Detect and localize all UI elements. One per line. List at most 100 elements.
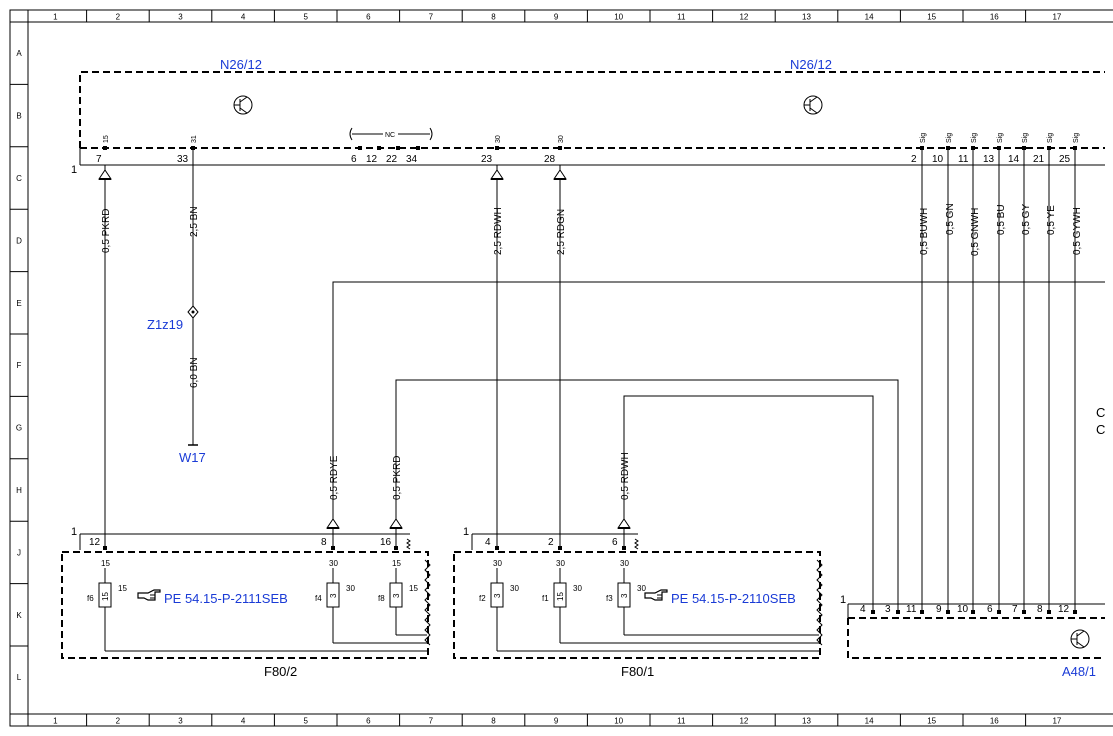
column-label: 7 — [429, 13, 434, 22]
pin-signal: Sig — [1047, 133, 1054, 143]
fuse-f4: 30 3 f4 30 — [315, 546, 355, 643]
wire-label: 0,5 BU — [996, 204, 1007, 235]
pin-number: 9 — [936, 604, 942, 615]
column-label: 9 — [554, 13, 559, 22]
pin-number: 25 — [1059, 154, 1071, 165]
ground-label: W17 — [179, 450, 206, 465]
column-label: 13 — [802, 13, 811, 22]
row-label: D — [16, 236, 22, 245]
connector-arrow — [553, 169, 567, 180]
connector-arrow — [490, 169, 504, 180]
fuse-term-side: 30 — [346, 584, 355, 593]
pin: Sig 10 — [932, 133, 953, 165]
fuse-name: f6 — [87, 594, 94, 603]
fuse-rating: 15 — [556, 592, 565, 601]
reference-link[interactable]: PE 54.15-P-2110SEB — [671, 591, 796, 606]
pin-number: 8 — [321, 537, 327, 548]
pin-number: 33 — [177, 154, 189, 165]
pin-signal: 31 — [191, 135, 198, 143]
module-label: A48/1 — [1062, 664, 1096, 679]
column-label: 4 — [241, 717, 246, 726]
hand-pointer-icon — [644, 589, 668, 601]
row-label: K — [16, 611, 22, 620]
bus-index: 1 — [71, 164, 77, 176]
row-label: H — [16, 486, 22, 495]
pin-number: 12 — [89, 537, 101, 548]
wire-label: 0,5 RDYE — [329, 455, 340, 500]
nc-pin: 22 — [386, 154, 398, 165]
n26-12-module: N26/12 N26/12 1 15 7 31 33 — [71, 57, 1105, 176]
column-label: 17 — [1052, 717, 1061, 726]
fuse-term: 15 — [101, 559, 110, 568]
row-label: E — [16, 299, 21, 308]
wire-label: 0,5 RDWH — [620, 452, 631, 500]
column-label: 1 — [53, 717, 58, 726]
wire-label: 0,5 PKRD — [392, 456, 403, 500]
pin: Sig 21 — [1033, 133, 1054, 165]
fuse-term-side: 30 — [637, 584, 646, 593]
pin: 30 23 — [481, 135, 502, 165]
fuse-rating: 3 — [329, 593, 338, 598]
column-label: 15 — [927, 717, 936, 726]
column-label: 4 — [241, 13, 246, 22]
pin-number: 6 — [612, 537, 618, 548]
pin-signal: Sig — [1073, 133, 1080, 143]
pin-number: 4 — [485, 537, 491, 548]
column-label: 2 — [116, 717, 121, 726]
wire-label: 0,5 GYWH — [1072, 207, 1083, 255]
bus-index: 1 — [463, 526, 469, 538]
column-label: 11 — [677, 717, 686, 726]
pin-number: 8 — [1037, 604, 1043, 615]
pin: 30 28 — [544, 135, 565, 165]
column-label: 7 — [429, 717, 434, 726]
wire-label: 0,5 GNWH — [970, 208, 981, 256]
pin-number: 6 — [987, 604, 993, 615]
nc-pin: 34 — [406, 154, 418, 165]
row-label: L — [17, 673, 22, 682]
wires: 0,5 PKRD 2,5 BN 6,0 BN 2,5 RDWH 2,5 RDGN… — [98, 150, 1105, 612]
column-label: 2 — [116, 13, 121, 22]
fuse-rating: 15 — [101, 592, 110, 601]
hand-pointer-icon — [137, 589, 161, 601]
reference-link[interactable]: PE 54.15-P-2111SEB — [164, 591, 288, 606]
fuse-term-side: 15 — [409, 584, 418, 593]
pin-number: 10 — [932, 154, 944, 165]
column-label: 14 — [865, 13, 874, 22]
fuse-f3: 30 3 f3 30 — [606, 546, 646, 635]
connector-arrow — [98, 169, 112, 180]
fuse-term: 30 — [620, 559, 629, 568]
fuse-rating: 3 — [392, 593, 401, 598]
wire-label: 6,0 BN — [189, 357, 200, 388]
fuse-term-side: 30 — [573, 584, 582, 593]
transistor-icon — [803, 95, 823, 115]
pin: Sig 14 — [1008, 133, 1029, 165]
fuse-term: 30 — [556, 559, 565, 568]
nc-pin: 12 — [366, 154, 378, 165]
nc-group: NC 6 12 22 34 — [349, 127, 433, 165]
pin-number: 11 — [958, 154, 969, 165]
row-label: A — [16, 49, 22, 58]
pin: Sig 2 — [911, 133, 927, 165]
transistor-icon — [1070, 629, 1090, 649]
connector-arrow — [389, 518, 403, 529]
column-label: 16 — [990, 13, 999, 22]
pin-number: 4 — [860, 604, 866, 615]
bus-index: 1 — [840, 594, 846, 606]
fuse-f1: 30 15 f1 30 — [542, 546, 582, 643]
fuse-box-label: F80/1 — [621, 664, 654, 679]
fuse-name: f2 — [479, 594, 486, 603]
fuse-term-side: 30 — [510, 584, 519, 593]
row-label: C — [16, 174, 22, 183]
pin: Sig 25 — [1059, 133, 1080, 165]
column-label: 8 — [491, 13, 496, 22]
fuse-term-side: 15 — [118, 584, 127, 593]
splice-z1z19: Z1z19 — [147, 305, 199, 332]
transistor-icon — [233, 95, 253, 115]
column-label: 17 — [1052, 13, 1061, 22]
column-label: 14 — [865, 717, 874, 726]
column-label: 15 — [927, 13, 936, 22]
column-label: 10 — [614, 717, 623, 726]
pin-number: 7 — [1012, 604, 1018, 615]
